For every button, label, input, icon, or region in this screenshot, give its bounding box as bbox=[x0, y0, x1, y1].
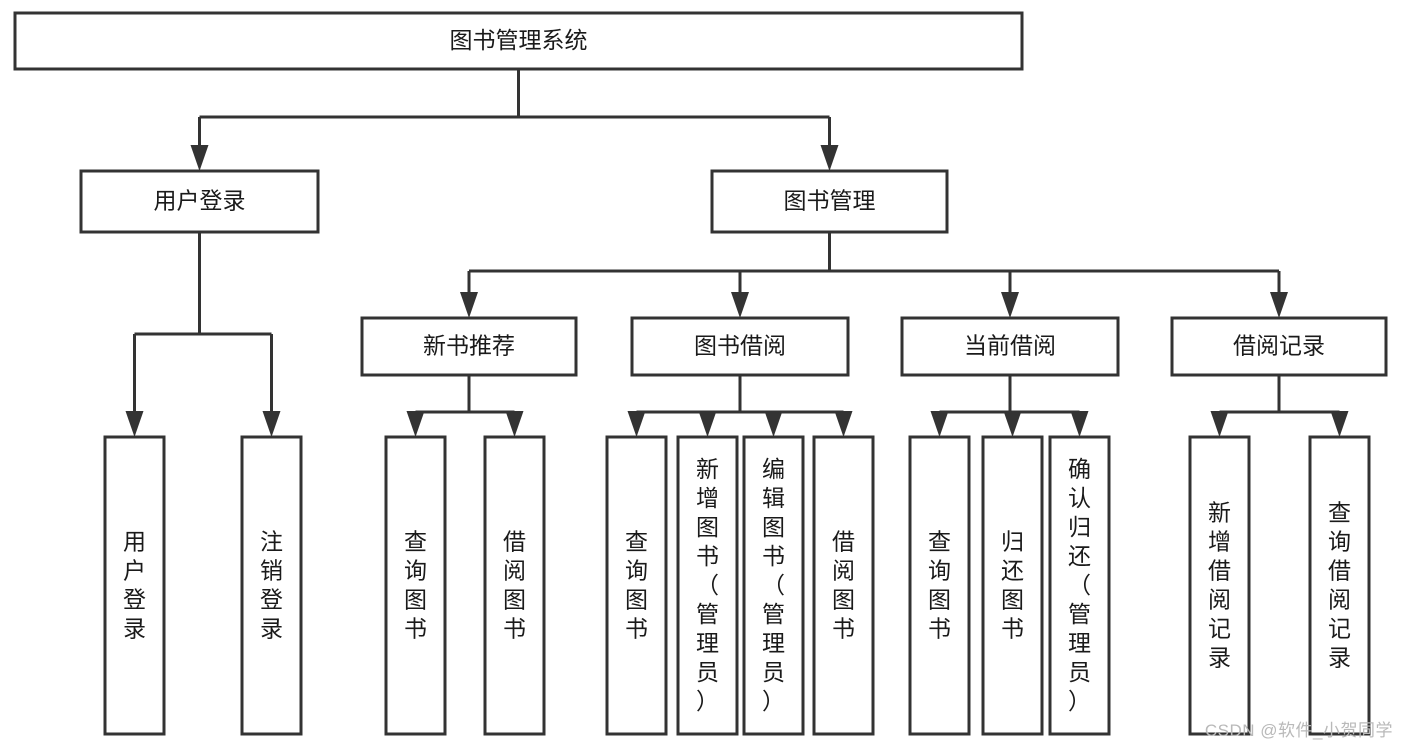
node-label-current-borrow: 当前借阅 bbox=[964, 333, 1056, 359]
node-label-leaf-borrow-book-2: 借阅图书 bbox=[832, 529, 855, 642]
arrow-head-leaf-query-record bbox=[1330, 411, 1349, 437]
node-box-leaf-add-record bbox=[1188, 435, 1251, 736]
node-root[interactable]: 图书管理系统 bbox=[13, 11, 1024, 71]
arrow-head-leaf-query-book-2 bbox=[627, 411, 646, 437]
node-leaf-add-book[interactable]: 新增图书（管理员） bbox=[676, 435, 739, 736]
node-layer: 图书管理系统用户登录图书管理新书推荐图书借阅当前借阅借阅记录用户登录注销登录查询… bbox=[13, 11, 1388, 736]
arrow-head-leaf-query-book-3 bbox=[930, 411, 949, 437]
node-label-new-book-recommend: 新书推荐 bbox=[423, 333, 515, 359]
node-leaf-query-book-3[interactable]: 查询图书 bbox=[908, 435, 971, 736]
arrow-head-leaf-return-book bbox=[1003, 411, 1022, 437]
node-box-book-manage bbox=[710, 169, 949, 234]
node-box-leaf-query-book-3 bbox=[908, 435, 971, 736]
node-leaf-return-book[interactable]: 归还图书 bbox=[981, 435, 1044, 736]
node-box-new-book-recommend bbox=[360, 316, 578, 377]
node-borrow-record[interactable]: 借阅记录 bbox=[1170, 316, 1388, 377]
arrow-head-new-book-recommend bbox=[460, 292, 478, 318]
node-box-leaf-query-book-1 bbox=[384, 435, 447, 736]
connector-layer bbox=[125, 69, 1349, 437]
node-leaf-query-record[interactable]: 查询借阅记录 bbox=[1308, 435, 1371, 736]
node-box-leaf-query-record bbox=[1308, 435, 1371, 736]
node-leaf-user-login[interactable]: 用户登录 bbox=[103, 435, 166, 736]
arrow-head-leaf-confirm-return bbox=[1070, 411, 1089, 437]
node-box-leaf-user-logout bbox=[240, 435, 303, 736]
node-label-leaf-query-book-2: 查询图书 bbox=[625, 529, 648, 642]
node-box-leaf-confirm-return bbox=[1048, 435, 1111, 736]
node-box-leaf-query-book-2 bbox=[605, 435, 668, 736]
arrow-head-book-borrow bbox=[731, 292, 749, 318]
node-label-leaf-edit-book: 编辑图书（管理员） bbox=[762, 456, 785, 714]
node-label-root: 图书管理系统 bbox=[450, 27, 588, 53]
arrow-head-leaf-query-book-1 bbox=[406, 411, 425, 437]
node-label-book-manage: 图书管理 bbox=[784, 188, 876, 214]
arrow-head-borrow-record bbox=[1270, 292, 1288, 318]
arrow-head-leaf-user-login bbox=[125, 411, 144, 437]
arrow-head-current-borrow bbox=[1001, 292, 1019, 318]
node-box-root bbox=[13, 11, 1024, 71]
node-box-leaf-add-book bbox=[676, 435, 739, 736]
node-leaf-add-record[interactable]: 新增借阅记录 bbox=[1188, 435, 1251, 736]
node-leaf-confirm-return[interactable]: 确认归还（管理员） bbox=[1048, 435, 1111, 736]
node-label-leaf-user-logout: 注销登录 bbox=[260, 529, 283, 642]
node-box-leaf-user-login bbox=[103, 435, 166, 736]
node-box-leaf-borrow-book-1 bbox=[483, 435, 546, 736]
node-label-leaf-confirm-return: 确认归还（管理员） bbox=[1068, 456, 1091, 714]
node-box-user-login bbox=[79, 169, 320, 234]
node-book-manage[interactable]: 图书管理 bbox=[710, 169, 949, 234]
node-box-current-borrow bbox=[900, 316, 1120, 377]
node-label-user-login: 用户登录 bbox=[154, 188, 246, 214]
node-box-borrow-record bbox=[1170, 316, 1388, 377]
node-leaf-user-logout[interactable]: 注销登录 bbox=[240, 435, 303, 736]
node-label-leaf-add-record: 新增借阅记录 bbox=[1208, 500, 1231, 671]
arrow-head-leaf-add-book bbox=[698, 411, 717, 437]
node-label-leaf-user-login: 用户登录 bbox=[123, 529, 146, 642]
node-leaf-query-book-2[interactable]: 查询图书 bbox=[605, 435, 668, 736]
node-label-book-borrow: 图书借阅 bbox=[694, 333, 786, 359]
node-leaf-query-book-1[interactable]: 查询图书 bbox=[384, 435, 447, 736]
node-label-leaf-query-book-3: 查询图书 bbox=[928, 529, 951, 642]
node-label-leaf-add-book: 新增图书（管理员） bbox=[696, 456, 719, 714]
arrow-head-user-login bbox=[190, 145, 209, 171]
arrow-head-leaf-add-record bbox=[1210, 411, 1229, 437]
arrow-head-leaf-borrow-book-1 bbox=[505, 411, 524, 437]
node-label-leaf-return-book: 归还图书 bbox=[1001, 529, 1024, 642]
node-leaf-borrow-book-1[interactable]: 借阅图书 bbox=[483, 435, 546, 736]
node-leaf-edit-book[interactable]: 编辑图书（管理员） bbox=[742, 435, 805, 736]
arrow-head-leaf-edit-book bbox=[764, 411, 783, 437]
node-label-leaf-query-book-1: 查询图书 bbox=[404, 529, 427, 642]
arrow-head-leaf-borrow-book-2 bbox=[834, 411, 853, 437]
node-box-leaf-return-book bbox=[981, 435, 1044, 736]
node-book-borrow[interactable]: 图书借阅 bbox=[630, 316, 850, 377]
node-leaf-borrow-book-2[interactable]: 借阅图书 bbox=[812, 435, 875, 736]
node-box-leaf-borrow-book-2 bbox=[812, 435, 875, 736]
node-box-leaf-edit-book bbox=[742, 435, 805, 736]
node-label-borrow-record: 借阅记录 bbox=[1233, 333, 1325, 359]
arrow-head-leaf-user-logout bbox=[262, 411, 281, 437]
node-label-leaf-query-record: 查询借阅记录 bbox=[1328, 500, 1351, 671]
node-current-borrow[interactable]: 当前借阅 bbox=[900, 316, 1120, 377]
arrow-head-book-manage bbox=[820, 145, 839, 171]
watermark: CSDN @软件_小贺同学 bbox=[1204, 721, 1393, 740]
node-new-book-recommend[interactable]: 新书推荐 bbox=[360, 316, 578, 377]
node-user-login[interactable]: 用户登录 bbox=[79, 169, 320, 234]
node-box-book-borrow bbox=[630, 316, 850, 377]
node-label-leaf-borrow-book-1: 借阅图书 bbox=[503, 529, 526, 642]
